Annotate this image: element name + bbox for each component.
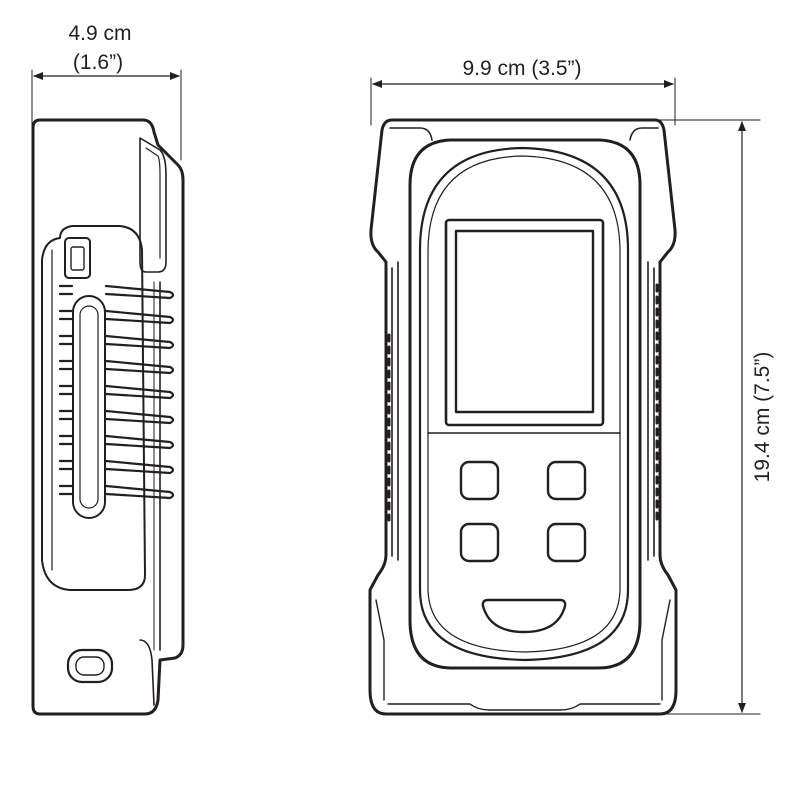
front-bottom-right-hook <box>661 599 671 701</box>
grip-rib <box>58 459 175 475</box>
grip-rib <box>58 434 175 450</box>
side-connector-port-inner <box>70 246 85 271</box>
grip-rib <box>58 334 175 350</box>
front-keypad <box>459 460 587 563</box>
front-face-border <box>408 138 642 670</box>
front-left-rail <box>391 261 399 561</box>
front-face-panel-inner <box>427 155 621 653</box>
side-inner-panel <box>41 225 146 591</box>
grip-rib <box>58 409 175 425</box>
grip-rib <box>58 359 175 375</box>
grip-rib <box>58 309 175 325</box>
keypad-button-top-right[interactable] <box>546 460 587 501</box>
front-display-bezel <box>444 218 605 427</box>
side-back-spine <box>139 137 167 273</box>
grip-rib <box>58 484 175 500</box>
side-back-spine-inner <box>145 147 161 259</box>
grip-rib <box>58 384 175 400</box>
depth-imperial-label: (1.6”) <box>73 51 123 74</box>
side-body-outline <box>31 118 185 716</box>
width-label: 9.9 cm (3.5”) <box>462 57 581 80</box>
side-vertical-slot <box>72 295 106 519</box>
keypad-button-top-left[interactable] <box>459 460 500 501</box>
front-bottom-oval-button[interactable] <box>481 598 567 634</box>
keypad-button-bottom-left[interactable] <box>459 522 500 563</box>
height-label: 19.4 cm (7.5”) <box>751 352 774 483</box>
side-connector-port <box>64 237 91 279</box>
side-bottom-foot <box>139 639 155 706</box>
front-face-panel <box>418 146 630 662</box>
grip-rib <box>58 284 175 300</box>
front-bottom-edge <box>387 703 661 711</box>
side-grip-ribs <box>58 284 175 500</box>
width-dimension: 9.9 cm (3.5”) <box>370 57 676 126</box>
front-bottom-left-hook <box>375 599 385 701</box>
side-bottom-clip <box>66 648 114 684</box>
side-vertical-slot-inner <box>79 305 99 509</box>
front-view <box>368 118 678 716</box>
front-top-bumper <box>389 127 659 141</box>
front-right-rail <box>647 261 655 561</box>
side-bottom-clip-inner <box>75 656 105 676</box>
keypad-button-bottom-right[interactable] <box>546 522 587 563</box>
depth-dimension: 4.9 cm (1.6”) <box>31 22 182 161</box>
front-display-screen <box>454 229 595 414</box>
depth-metric-label: 4.9 cm <box>68 22 131 45</box>
front-housing-outline <box>368 118 678 716</box>
side-view <box>31 118 185 716</box>
